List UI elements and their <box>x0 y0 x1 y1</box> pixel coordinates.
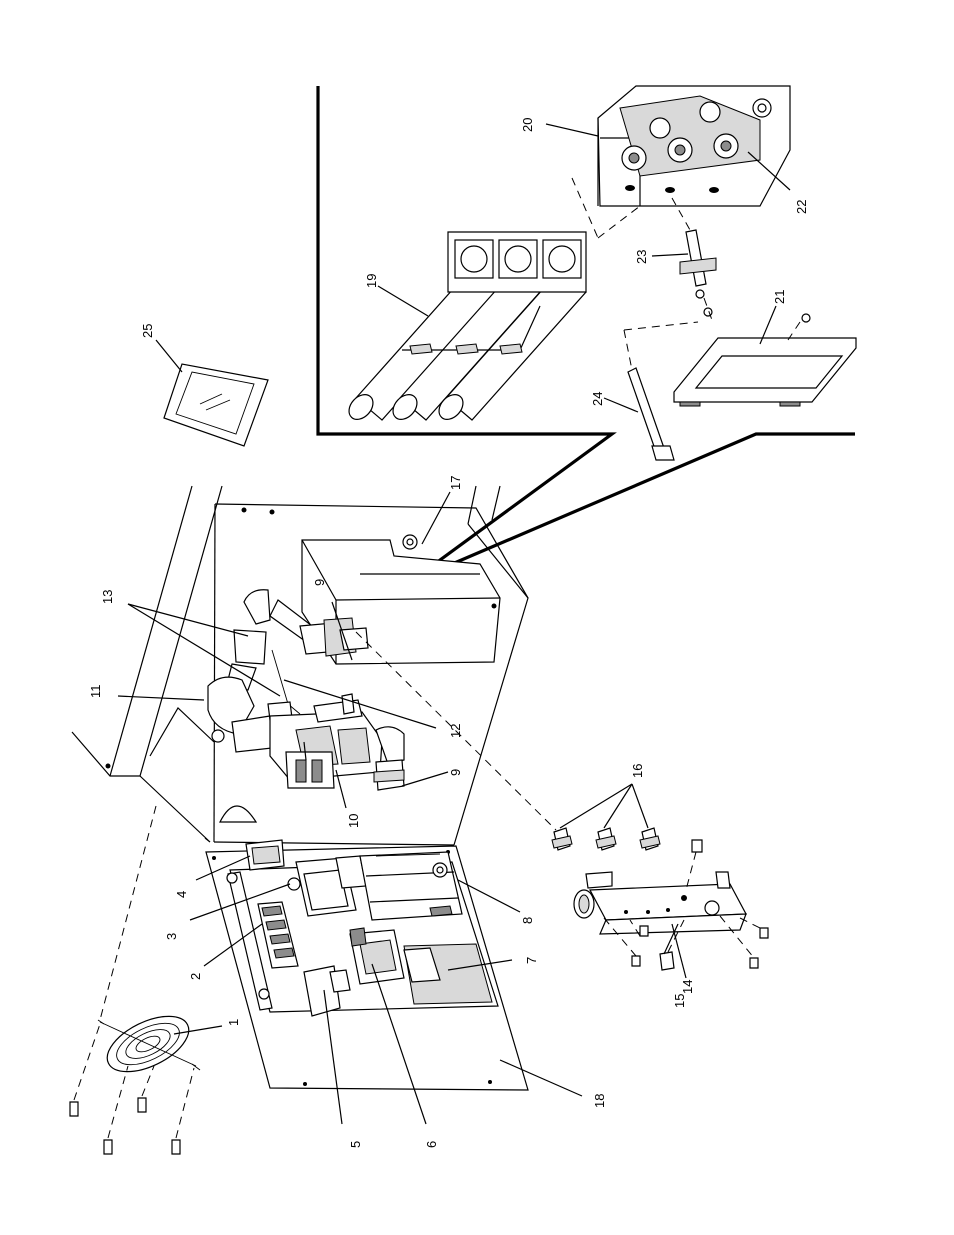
callout-2: 2 <box>188 973 203 980</box>
callout-5: 5 <box>348 1141 363 1148</box>
callout-9-upper: 9 <box>312 579 327 586</box>
burner-detail-inset <box>318 86 856 582</box>
callout-1: 1 <box>226 1019 241 1026</box>
burner-orifices <box>552 828 660 850</box>
callout-13: 13 <box>100 590 115 604</box>
callout-24: 24 <box>590 392 605 406</box>
callout-22: 22 <box>794 200 809 214</box>
access-cover <box>674 314 856 406</box>
callout-6: 6 <box>424 1141 439 1148</box>
callout-23: 23 <box>634 250 649 264</box>
callout-7: 7 <box>524 957 539 964</box>
callout-12: 12 <box>448 724 463 738</box>
igniter <box>680 230 716 316</box>
callout-4: 4 <box>174 891 189 898</box>
callout-8: 8 <box>520 917 535 924</box>
gas-manifold <box>574 872 746 934</box>
callout-21: 21 <box>772 290 787 304</box>
burner-tubes <box>344 232 586 424</box>
callout-18: 18 <box>592 1094 607 1108</box>
callout-16: 16 <box>630 764 645 778</box>
callout-25: 25 <box>140 324 155 338</box>
relay-socket <box>350 928 404 984</box>
fan-guard <box>98 1005 200 1083</box>
igniter-lead <box>628 368 674 460</box>
callout-17: 17 <box>448 476 463 490</box>
callout-15: 15 <box>672 994 687 1008</box>
ignition-control-module <box>360 852 462 920</box>
callout-3: 3 <box>164 933 179 940</box>
callout-11: 11 <box>88 685 103 699</box>
fan-guard-screws <box>70 1098 180 1154</box>
callout-19: 19 <box>364 274 379 288</box>
callout-10: 10 <box>346 814 361 828</box>
document-packet <box>164 364 268 446</box>
callout-20: 20 <box>520 118 535 132</box>
callout-9-lower: 9 <box>448 769 463 776</box>
heater-cabinet <box>72 486 528 845</box>
burner-manifold-housing <box>598 86 790 206</box>
callout-14: 14 <box>680 980 695 994</box>
